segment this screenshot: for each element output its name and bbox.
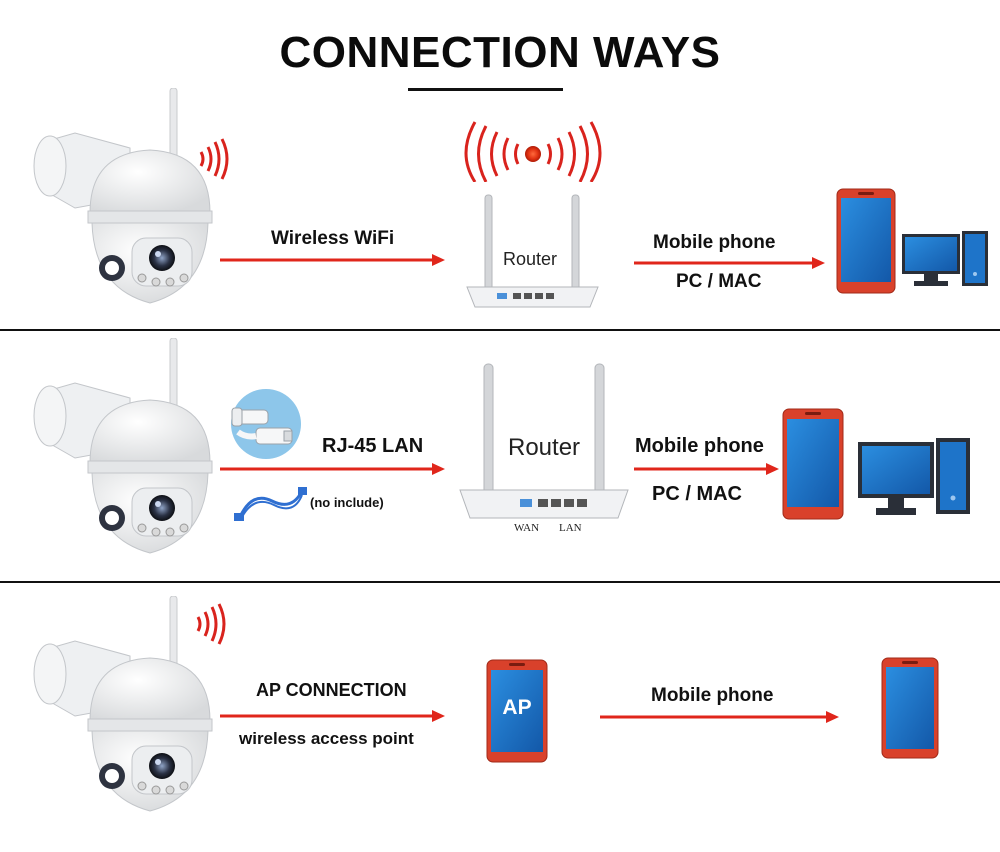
smartphone-icon — [836, 188, 896, 294]
router-label: Router — [503, 249, 558, 269]
ap-label: AP — [502, 696, 532, 719]
dest-label-mobile: Mobile phone — [651, 685, 774, 706]
ptz-camera-icon — [20, 596, 220, 821]
router-port-lan: LAN — [559, 522, 582, 534]
arrow-right — [220, 253, 446, 267]
rj45-connector-icon — [226, 388, 306, 460]
dest-label-pc: PC / MAC — [676, 271, 762, 292]
dest-label-pc: PC / MAC — [652, 483, 742, 505]
arrow-right — [220, 709, 446, 723]
arrow-right — [220, 462, 446, 476]
title-underline — [408, 88, 563, 91]
ptz-camera-icon — [20, 338, 220, 563]
arrow-right — [634, 462, 780, 476]
section-divider — [0, 329, 1000, 331]
router-icon — [458, 362, 630, 542]
page-title: CONNECTION WAYS — [279, 28, 721, 77]
wifi-signal-icon — [195, 138, 237, 180]
section-divider — [0, 581, 1000, 583]
dest-label-mobile: Mobile phone — [653, 232, 776, 253]
arrow-right — [600, 710, 840, 724]
router-signal-icon — [463, 118, 603, 182]
dest-label-mobile: Mobile phone — [635, 435, 764, 457]
smartphone-icon — [881, 657, 939, 759]
link-label-wireless: Wireless WiFi — [271, 228, 395, 249]
link-label-lan: RJ-45 LAN — [322, 435, 424, 457]
desktop-computer-icon — [900, 230, 990, 288]
router-icon — [465, 192, 600, 317]
smartphone-ap-icon — [486, 659, 548, 763]
ptz-camera-icon — [20, 88, 220, 313]
router-port-wan: WAN — [514, 522, 540, 534]
cable-note: (no include) — [310, 495, 384, 510]
link-label-ap: AP CONNECTION — [256, 680, 407, 700]
smartphone-icon — [782, 408, 844, 520]
desktop-computer-icon — [856, 436, 972, 518]
router-label: Router — [508, 434, 581, 461]
wifi-signal-icon — [192, 603, 234, 645]
link-label-ap-sub: wireless access point — [239, 729, 414, 748]
ethernet-cable-icon — [232, 483, 308, 525]
arrow-right — [634, 256, 826, 270]
